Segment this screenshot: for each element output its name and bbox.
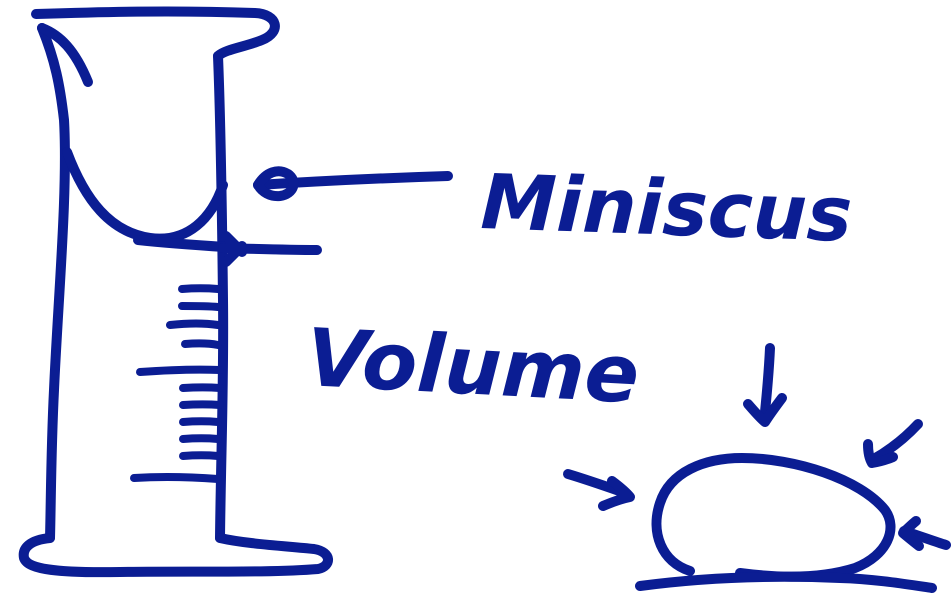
graduated-cylinder <box>24 11 328 572</box>
meniscus-arrow <box>258 171 448 196</box>
volume-label: Volume <box>304 311 641 421</box>
cylinder-base <box>24 538 328 572</box>
meniscus-label: Miniscus <box>479 157 853 259</box>
cylinder-right-wall <box>218 56 223 538</box>
cylinder-graduations <box>134 288 220 479</box>
droplet-outline <box>657 458 891 577</box>
arrow-top-shaft <box>765 348 770 412</box>
meniscus-curve <box>67 152 223 239</box>
droplet-surface <box>640 577 932 588</box>
cylinder-left-wall <box>42 28 65 538</box>
